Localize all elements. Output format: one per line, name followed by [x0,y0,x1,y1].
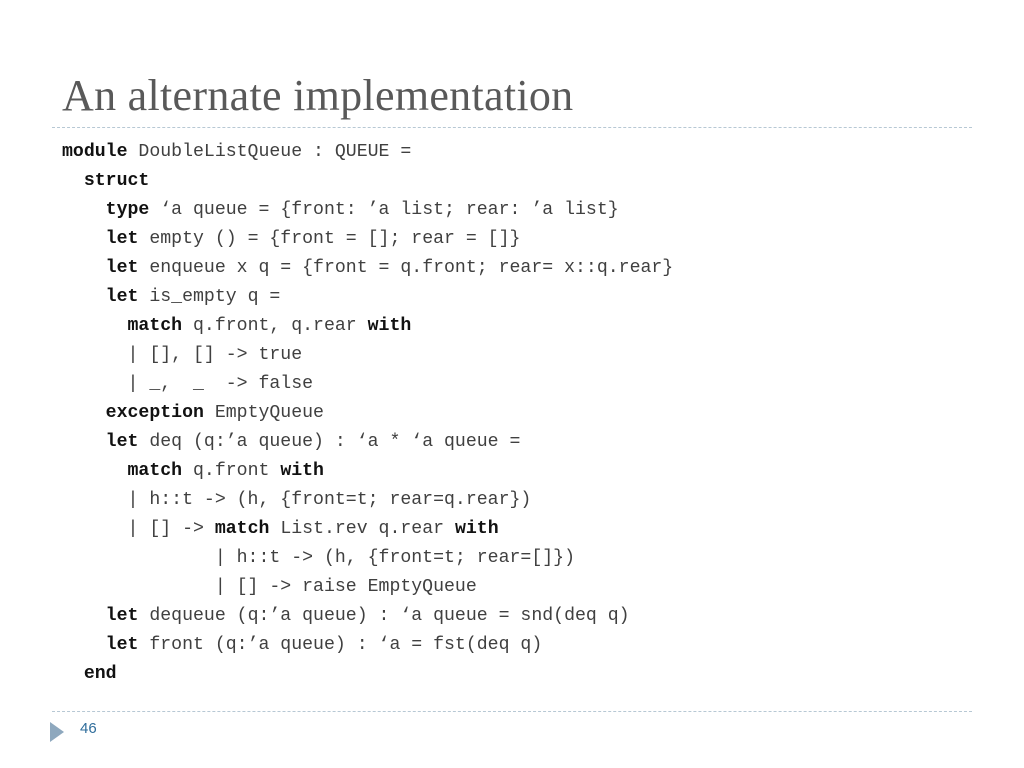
code-keyword: let [105,229,139,249]
code-text: EmptyQueue [203,403,324,423]
code-text: | [] -> [127,519,215,539]
code-indent [62,664,84,684]
code-indent [62,287,106,307]
code-line: match q.front with [62,457,673,486]
code-indent [62,258,106,278]
code-indent [62,577,215,597]
code-indent [62,316,128,336]
code-indent [62,635,106,655]
code-text: empty () = {front = []; rear = []} [138,229,521,249]
code-block: module DoubleListQueue : QUEUE = struct … [62,138,673,689]
code-line: let is_empty q = [62,283,673,312]
code-indent [62,403,106,423]
footer-divider [52,711,972,712]
code-line: module DoubleListQueue : QUEUE = [62,138,673,167]
code-indent [62,374,128,394]
code-line: let empty () = {front = []; rear = []} [62,225,673,254]
code-text: DoubleListQueue : QUEUE = [127,142,412,162]
code-text: enqueue x q = {front = q.front; rear= x:… [138,258,674,278]
triangle-bullet-icon [50,722,64,742]
code-keyword: match [127,316,183,336]
code-keyword: let [105,432,139,452]
code-line: end [62,660,673,689]
code-line: | [] -> match List.rev q.rear with [62,515,673,544]
code-indent [62,229,106,249]
code-keyword: let [105,635,139,655]
code-text: List.rev q.rear [269,519,455,539]
code-text: ‘a queue = {front: ’a list; rear: ’a lis… [149,200,619,220]
code-indent [62,519,128,539]
code-keyword: match [127,461,183,481]
code-line: | _, _ -> false [62,370,673,399]
code-keyword: end [83,664,117,684]
code-text: is_empty q = [138,287,281,307]
code-text: | _, _ -> false [127,374,314,394]
code-line: type ‘a queue = {front: ’a list; rear: ’… [62,196,673,225]
code-indent [62,345,128,365]
code-text: | [] -> raise EmptyQueue [214,577,477,597]
code-keyword: module [62,142,128,162]
code-line: | h::t -> (h, {front=t; rear=[]}) [62,544,673,573]
code-indent [62,461,128,481]
code-line: let dequeue (q:’a queue) : ‘a queue = sn… [62,602,673,631]
code-keyword: struct [83,171,150,191]
code-text: | h::t -> (h, {front=t; rear=[]}) [214,548,575,568]
code-indent [62,548,215,568]
code-indent [62,490,128,510]
code-line: let enqueue x q = {front = q.front; rear… [62,254,674,283]
code-text: | h::t -> (h, {front=t; rear=q.rear}) [127,490,532,510]
code-text: dequeue (q:’a queue) : ‘a queue = snd(de… [138,606,630,626]
code-keyword: type [105,200,150,220]
code-keyword: let [105,258,139,278]
code-line: | h::t -> (h, {front=t; rear=q.rear}) [62,486,673,515]
code-indent [62,606,106,626]
code-text: q.front [182,461,281,481]
code-text: front (q:’a queue) : ‘a = fst(deq q) [138,635,543,655]
code-keyword: match [214,519,270,539]
code-line: match q.front, q.rear with [62,312,673,341]
code-line: let front (q:’a queue) : ‘a = fst(deq q) [62,631,673,660]
code-line: let deq (q:’a queue) : ‘a * ‘a queue = [62,428,673,457]
code-keyword: with [454,519,499,539]
code-indent [62,432,106,452]
slide-title: An alternate implementation [62,71,574,120]
code-text: q.front, q.rear [182,316,368,336]
code-text: | [], [] -> true [127,345,303,365]
code-indent [62,171,84,191]
code-line: exception EmptyQueue [62,399,673,428]
code-line: struct [62,167,673,196]
code-keyword: exception [105,403,204,423]
code-keyword: with [280,461,324,481]
title-divider [52,127,972,128]
code-keyword: let [105,287,139,307]
code-text: deq (q:’a queue) : ‘a * ‘a queue = [138,432,521,452]
code-keyword: let [105,606,139,626]
code-line: | [] -> raise EmptyQueue [62,573,673,602]
page-number: 46 [80,720,97,737]
code-line: | [], [] -> true [62,341,673,370]
code-keyword: with [367,316,412,336]
code-indent [62,200,106,220]
